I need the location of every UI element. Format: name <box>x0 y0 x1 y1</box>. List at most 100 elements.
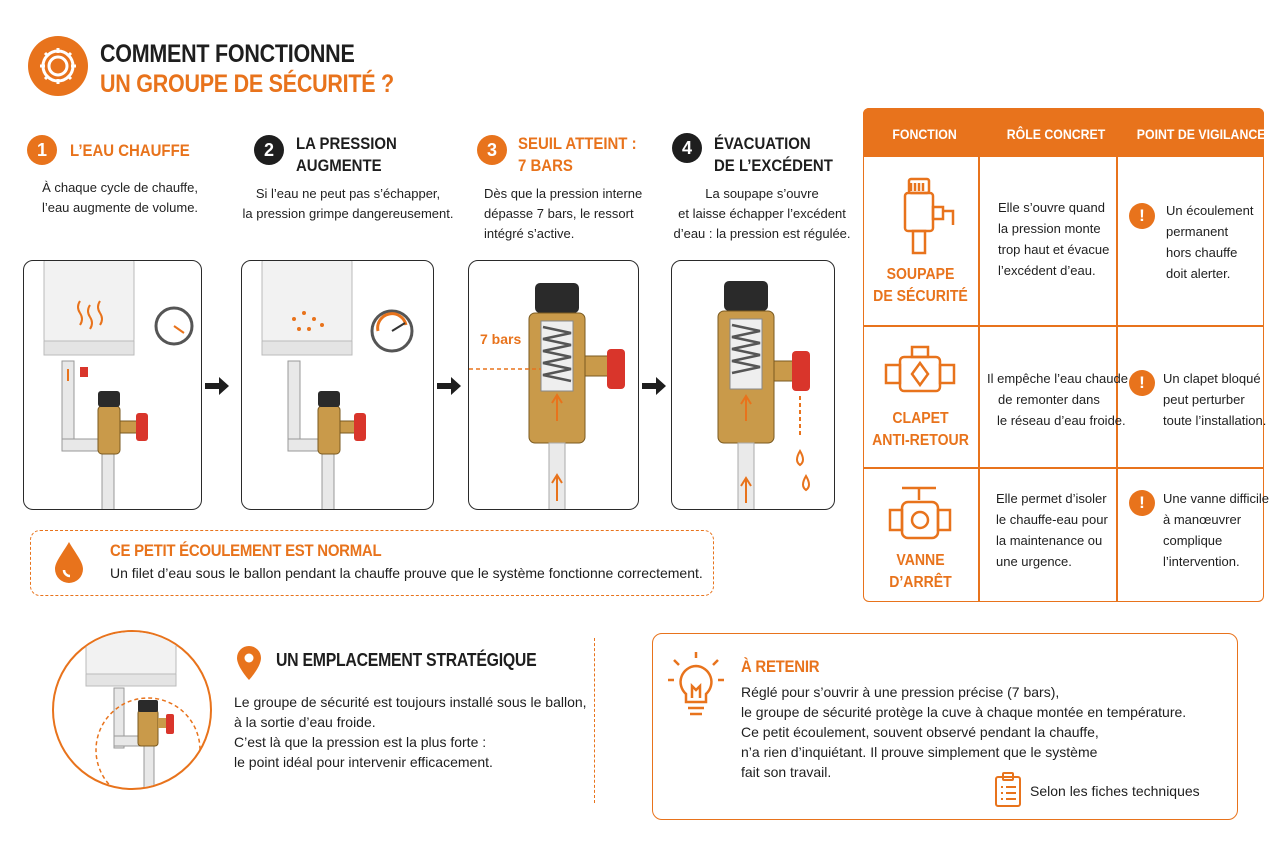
warning-icon: ! <box>1129 203 1155 229</box>
location-text-line2: à la sortie d’eau froide. <box>234 714 376 730</box>
table-row-3-role-line2: le chauffe-eau pour <box>996 512 1108 527</box>
step-1-desc: À chaque cycle de chauffe, l’eau augment… <box>20 178 220 218</box>
warning-icon: ! <box>1129 370 1155 396</box>
table-row-3-warning-line1: Une vanne difficile <box>1163 491 1269 506</box>
table-header-role: RÔLE CONCRET <box>1006 126 1106 142</box>
page-title-line2: UN GROUPE DE SÉCURITÉ ? <box>100 70 394 98</box>
key-takeaway-line2: le groupe de sécurité protège la cuve à … <box>741 704 1187 720</box>
clipboard-icon <box>994 772 1022 813</box>
normal-leak-notice <box>30 530 714 596</box>
lightbulb-icon <box>666 650 726 725</box>
table-row-3-warning-line3: complique <box>1163 533 1223 548</box>
location-text: Le groupe de sécurité est toujours insta… <box>234 692 587 772</box>
table-row-1-warning-line1: Un écoulement <box>1166 203 1254 218</box>
step-3-desc-line2: dépasse 7 bars, le ressort <box>484 206 634 221</box>
step-3-desc: Dès que la pression interne dépasse 7 ba… <box>484 184 644 244</box>
step-1-illustration <box>23 260 202 510</box>
location-title: UN EMPLACEMENT STRATÉGIQUE <box>276 650 537 670</box>
table-row-3-role-line4: une urgence. <box>996 554 1072 569</box>
location-illustration <box>52 630 212 790</box>
table-row-2-role-line1: Il empêche l’eau chaude <box>987 371 1128 386</box>
arrow-right-icon <box>205 377 229 400</box>
table-row-1-warning-line2: permanent <box>1166 224 1229 239</box>
key-takeaway-box <box>652 633 1238 820</box>
notice-title: CE PETIT ÉCOULEMENT EST NORMAL <box>110 541 382 560</box>
table-divider <box>978 108 980 602</box>
table-header <box>863 108 1264 157</box>
step-4-desc-line3: d’eau : la pression est régulée. <box>673 226 851 241</box>
table-row-2-role: Il empêche l’eau chaude de remonter dans… <box>987 368 1128 431</box>
table-row-2-warning-line2: peut perturber <box>1163 392 1245 407</box>
step-3-desc-line3: intégré s’active. <box>484 226 575 241</box>
step-4-title: ÉVACUATION DE L’EXCÉDENT <box>714 133 833 177</box>
key-takeaway-line4: n’a rien d’inquiétant. Il prouve simplem… <box>741 744 1098 760</box>
table-row-1-role: Elle s’ouvre quand la pression monte tro… <box>998 197 1109 281</box>
table-row-2-name-line1: CLAPET <box>892 410 949 427</box>
table-row-1-role-line4: l’excédent d’eau. <box>998 263 1096 278</box>
table-row-1-role-line3: trop haut et évacue <box>998 242 1110 257</box>
step-3-illustration <box>468 260 639 510</box>
safety-valve-icon <box>895 175 955 260</box>
step-3-number: 3 <box>477 135 507 165</box>
table-divider <box>863 325 1264 327</box>
page-title-line1: COMMENT FONCTIONNE <box>100 40 355 68</box>
step-1-title: L’EAU CHAUFFE <box>70 141 190 160</box>
table-row-3-warning-line2: à manœuvrer <box>1163 512 1242 527</box>
check-valve-icon <box>884 345 956 406</box>
table-row-2-warning-line1: Un clapet bloqué <box>1163 371 1261 386</box>
table-row-2-role-line2: de remonter dans <box>998 392 1100 407</box>
table-row-3-name-line1: VANNE <box>896 552 945 569</box>
table-row-1-warning: Un écoulement permanent hors chauffe doi… <box>1166 200 1253 284</box>
table-row-3-warning: Une vanne difficile à manœuvrer compliqu… <box>1163 488 1269 572</box>
gear-icon <box>40 48 76 84</box>
step-1-number: 1 <box>27 135 57 165</box>
step-4-title-line2: DE L’EXCÉDENT <box>714 156 833 175</box>
step-4-number: 4 <box>672 133 702 163</box>
table-row-1-name-line2: DE SÉCURITÉ <box>873 288 968 305</box>
step-2-number: 2 <box>254 135 284 165</box>
step-1-desc-line2: l’eau augmente de volume. <box>41 200 199 215</box>
table-header-vigilance: POINT DE VIGILANCE <box>1136 126 1266 142</box>
table-row-3-warning-line4: l’intervention. <box>1163 554 1240 569</box>
location-text-line1: Le groupe de sécurité est toujours insta… <box>234 694 587 710</box>
step-1-desc-line1: À chaque cycle de chauffe, <box>42 180 198 195</box>
step-4-illustration <box>671 260 835 510</box>
pressure-label: 7 bars <box>480 331 522 347</box>
key-takeaway-line5: fait son travail. <box>741 764 832 780</box>
section-divider <box>594 638 595 803</box>
table-row-3-name-line2: D’ARRÊT <box>889 574 952 591</box>
table-row-2-role-line3: le réseau d’eau froide. <box>997 413 1126 428</box>
table-row-3-role-line3: la maintenance ou <box>996 533 1103 548</box>
step-2-title-line2: AUGMENTE <box>296 156 382 175</box>
step-3-desc-line1: Dès que la pression interne <box>484 186 643 201</box>
step-4-desc-line1: La soupape s’ouvre <box>705 186 819 201</box>
key-takeaway-text: Réglé pour s’ouvrir à une pression préci… <box>741 682 1186 782</box>
table-row-1-name-line1: SOUPAPE <box>886 266 955 283</box>
step-3-title-line1: SEUIL ATTEINT : <box>518 134 637 153</box>
key-takeaway-line3: Ce petit écoulement, souvent observé pen… <box>741 724 1099 740</box>
table-row-1-role-line1: Elle s’ouvre quand <box>998 200 1105 215</box>
table-divider <box>1116 108 1118 602</box>
step-2-title-line1: LA PRESSION <box>296 134 397 153</box>
table-header-function: FONCTION <box>892 126 957 142</box>
header-logo <box>28 36 88 96</box>
step-2-desc: Si l’eau ne peut pas s’échapper, la pres… <box>228 184 468 224</box>
warning-icon: ! <box>1129 490 1155 516</box>
table-row-1-name: SOUPAPE DE SÉCURITÉ <box>870 264 971 308</box>
shutoff-valve-icon <box>888 484 952 547</box>
table-row-1-role-line2: la pression monte <box>998 221 1101 236</box>
step-3-title-line2: 7 BARS <box>518 156 573 175</box>
table-divider <box>863 467 1264 469</box>
location-text-line4: le point idéal pour intervenir efficacem… <box>234 754 493 770</box>
step-2-desc-line1: Si l’eau ne peut pas s’échapper, <box>255 186 441 201</box>
location-pin-icon <box>236 645 262 686</box>
step-2-desc-line2: la pression grimpe dangereusement. <box>242 206 454 221</box>
table-row-1-warning-line3: hors chauffe <box>1166 245 1238 260</box>
table-row-3-role-line1: Elle permet d’isoler <box>996 491 1107 506</box>
table-row-2-warning: Un clapet bloqué peut perturber toute l’… <box>1163 368 1266 431</box>
step-4-desc-line2: et laisse échapper l’excédent <box>678 206 846 221</box>
table-row-3-name: VANNE D’ARRÊT <box>870 550 971 594</box>
table-row-3-role: Elle permet d’isoler le chauffe-eau pour… <box>996 488 1108 572</box>
arrow-right-icon <box>642 377 666 400</box>
step-4-title-line1: ÉVACUATION <box>714 134 811 153</box>
